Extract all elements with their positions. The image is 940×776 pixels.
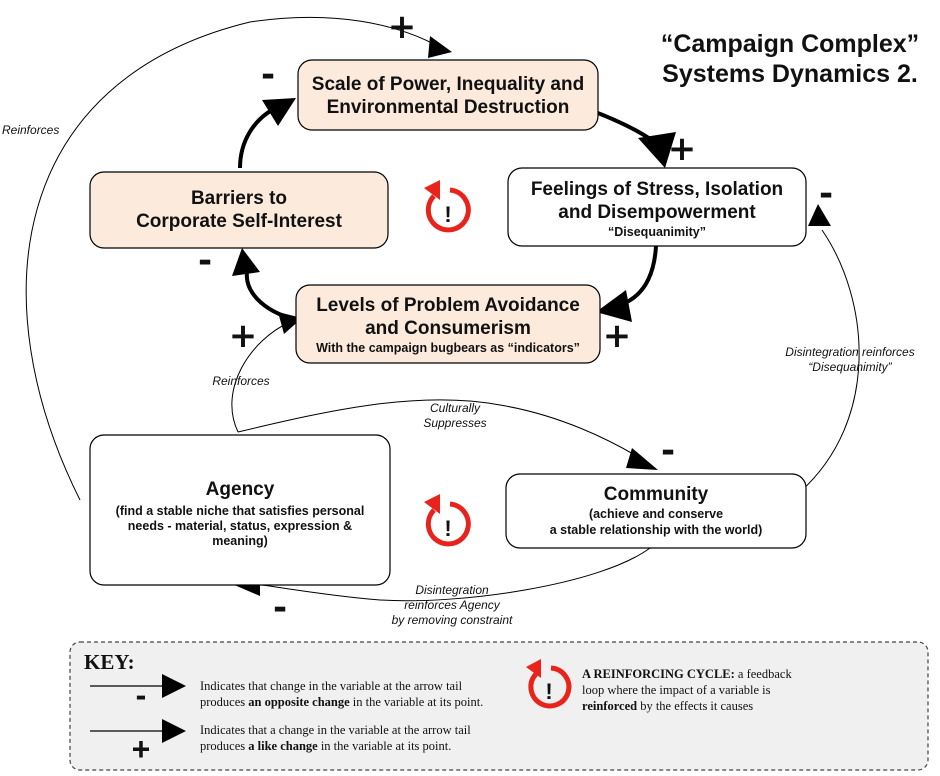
diagram-title-line1: “Campaign Complex” xyxy=(661,30,919,58)
sign-plus-scale-top: + xyxy=(388,7,417,47)
arrow-barriers-to-scale xyxy=(238,108,274,169)
label-disintegration-right-line2: “Disequanimity” xyxy=(808,360,892,374)
sign-plus-feelings: + xyxy=(668,129,697,169)
key-title: KEY: xyxy=(84,650,135,674)
key-cycle-icon: ! xyxy=(526,659,572,709)
node-barriers-box xyxy=(89,171,389,249)
arrowhead-barriers xyxy=(232,248,260,276)
node-barriers-line1: Barriers to xyxy=(191,188,287,209)
label-reinforces-mid: Reinforces xyxy=(212,374,269,388)
reinforcing-cycle-icon-bottom: ! xyxy=(424,494,471,547)
node-scale-box xyxy=(297,59,599,131)
node-community-sub2: a stable relationship with the world) xyxy=(550,523,763,537)
node-levels-box xyxy=(295,284,601,364)
sign-plus-levels-right: + xyxy=(603,316,632,356)
node-feelings-line1: Feelings of Stress, Isolation xyxy=(531,179,783,200)
node-levels-line1: Levels of Problem Avoidance xyxy=(316,295,580,316)
sign-minus-feelings-right: - xyxy=(819,174,833,214)
node-scale-of-power[interactable]: Scale of Power, Inequality and Environme… xyxy=(297,59,599,131)
key-plus-line2: produces a like change in the variable a… xyxy=(200,739,451,753)
label-culturally-line2: Suppresses xyxy=(423,416,486,430)
node-community-box xyxy=(505,473,807,549)
node-agency-sub1: (find a stable niche that satisfies pers… xyxy=(116,504,365,518)
cycle-mark: ! xyxy=(444,202,451,227)
arrowhead-scale xyxy=(262,98,296,126)
key-cycle-arrowhead xyxy=(526,659,541,678)
node-agency-box xyxy=(89,434,391,586)
node-agency[interactable]: Agency (find a stable niche that satisfi… xyxy=(89,434,391,586)
sign-minus-community: - xyxy=(661,431,675,471)
node-agency-sub2: needs - material, status, expression & xyxy=(128,519,352,533)
sign-minus-scale-left: - xyxy=(261,55,275,95)
sign-minus-barriers: - xyxy=(198,241,212,281)
node-community-sub1: (achieve and conserve xyxy=(589,507,723,521)
key-minus-line2: produces an opposite change in the varia… xyxy=(200,695,483,709)
cycle-ring xyxy=(425,187,471,233)
label-disintegration-bottom-line3: by removing constraint xyxy=(392,613,513,627)
key-minus-sign: - xyxy=(136,677,147,713)
node-levels-line2: and Consumerism xyxy=(365,318,531,339)
label-culturally-line1: Culturally xyxy=(430,401,481,415)
arrowhead-feelings xyxy=(638,132,676,168)
key-panel: KEY: - Indicates that change in the vari… xyxy=(69,641,929,771)
key-cycle-line3: reinforced by the effects it causes xyxy=(582,699,753,713)
arrow-community-to-feelings xyxy=(799,229,860,493)
node-barriers-line2: Corporate Self-Interest xyxy=(136,211,343,232)
key-cycle-line2: loop where the impact of a variable is xyxy=(582,683,771,697)
key-cycle-ring xyxy=(528,665,572,709)
arrow-agency-to-community xyxy=(237,399,641,459)
arrowhead-agency-to-scale xyxy=(428,36,452,58)
arrow-levels-to-barriers xyxy=(244,271,297,322)
sign-plus-levels-left: + xyxy=(229,316,258,356)
key-cycle-line1: A REINFORCING CYCLE: a feedback xyxy=(582,667,792,681)
node-agency-title: Agency xyxy=(206,479,275,500)
node-feelings[interactable]: Feelings of Stress, Isolation and Disemp… xyxy=(507,167,807,247)
key-minus-line1: Indicates that change in the variable at… xyxy=(200,679,463,693)
node-feelings-line2: and Disempowerment xyxy=(558,202,756,223)
arrow-community-to-agency xyxy=(254,547,651,602)
node-community[interactable]: Community (achieve and conserve a stable… xyxy=(505,473,807,549)
node-scale-line1: Scale of Power, Inequality and xyxy=(312,74,584,95)
cycle-arrowhead xyxy=(424,494,440,514)
cycle-arrowhead xyxy=(424,180,440,200)
arrow-agency-to-levels xyxy=(231,321,291,433)
node-levels-of-avoidance[interactable]: Levels of Problem Avoidance and Consumer… xyxy=(295,284,601,364)
cycle-ring xyxy=(425,501,471,547)
key-plus-line1: Indicates that a change in the variable … xyxy=(200,723,471,737)
node-agency-sub3: meaning) xyxy=(212,534,268,548)
node-community-title: Community xyxy=(604,484,709,505)
cycle-mark: ! xyxy=(444,516,451,541)
key-panel-box xyxy=(69,641,929,771)
key-plus-arrowhead xyxy=(162,719,186,743)
node-feelings-box xyxy=(507,167,807,247)
key-minus-arrowhead xyxy=(162,674,186,698)
node-scale-line2: Environmental Destruction xyxy=(327,97,570,118)
diagram-title-line2: Systems Dynamics 2. xyxy=(662,60,918,88)
arrow-agency-to-scale xyxy=(25,16,449,501)
arrowhead-community xyxy=(626,448,658,470)
sign-minus-agency: - xyxy=(273,588,287,628)
arrowhead-community-to-feelings xyxy=(808,204,831,226)
label-disintegration-right-line1: Disintegration reinforces xyxy=(785,345,914,359)
key-plus-sign: + xyxy=(132,731,151,767)
node-levels-sub: With the campaign bugbears as “indicator… xyxy=(316,341,580,355)
arrowhead-levels xyxy=(596,290,632,322)
node-feelings-sub: “Disequanimity” xyxy=(608,225,706,239)
reinforcing-cycle-icon-top: ! xyxy=(424,180,471,233)
key-cycle-mark: ! xyxy=(545,679,552,704)
node-barriers[interactable]: Barriers to Corporate Self-Interest xyxy=(89,171,389,249)
label-reinforces-left: Reinforces xyxy=(2,123,59,137)
label-disintegration-bottom-line2: reinforces Agency xyxy=(404,598,501,612)
label-disintegration-bottom-line1: Disintegration xyxy=(415,583,489,597)
